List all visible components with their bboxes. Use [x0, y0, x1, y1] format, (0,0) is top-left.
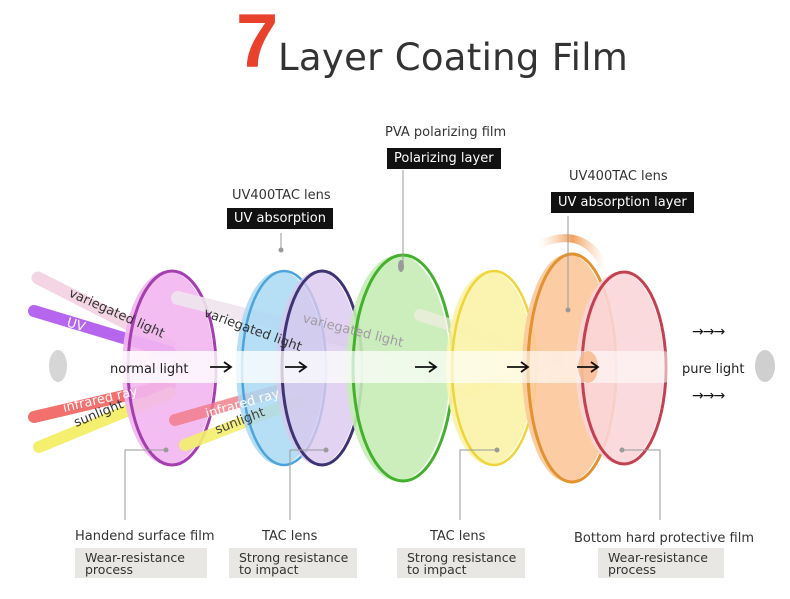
uv400-right-tag: UV absorption layer [551, 192, 694, 213]
bottom-caption-2: TAC lens [262, 529, 318, 544]
label-uv: UV [65, 315, 87, 335]
bottom-desc-4-line-1: Wear-resistance [608, 550, 708, 565]
bottom-desc-1-line-1: Wear-resistance [85, 550, 185, 565]
bottom-desc-1: Wear-resistance process [75, 548, 207, 578]
bottom-desc-4: Wear-resistance process [598, 548, 724, 578]
bottom-desc-3: Strong resistance to impact [397, 548, 525, 578]
uv400-right-caption: UV400TAC lens [569, 169, 668, 184]
right-light-output [755, 350, 775, 382]
leader-lines [124, 170, 661, 520]
bottom-desc-2-line-2: to impact [239, 562, 299, 577]
label-pure: pure light [682, 362, 745, 377]
page-title: 7 Layer Coating Film [0, 0, 790, 90]
uv400-left-caption: UV400TAC lens [232, 188, 331, 203]
output-arrows-top: →→→ [692, 324, 725, 340]
pva-caption: PVA polarizing film [385, 125, 507, 140]
bottom-caption-3: TAC lens [430, 529, 486, 544]
left-light-source [49, 350, 67, 382]
label-normal: normal light [110, 362, 189, 377]
pva-tag: Polarizing layer [387, 148, 501, 169]
bottom-caption-1: Handend surface film [75, 529, 215, 544]
title-number: 7 [236, 0, 279, 84]
bottom-desc-3-line-2: to impact [407, 562, 467, 577]
title-text: Layer Coating Film [278, 36, 629, 79]
output-arrows-bottom: →→→ [692, 388, 725, 404]
bottom-desc-2: Strong resistance to impact [229, 548, 357, 578]
bottom-caption-4: Bottom hard protective film [574, 531, 755, 546]
normal-light-beam [96, 351, 678, 383]
bottom-desc-1-line-2: process [85, 562, 134, 577]
bottom-desc-2-line-1: Strong resistance [239, 550, 349, 565]
flare-arc [536, 234, 609, 272]
uv400-left-tag: UV absorption [227, 208, 333, 229]
beam-arrows [210, 361, 600, 373]
bottom-desc-3-line-1: Strong resistance [407, 550, 517, 565]
bottom-desc-4-line-2: process [608, 562, 657, 577]
